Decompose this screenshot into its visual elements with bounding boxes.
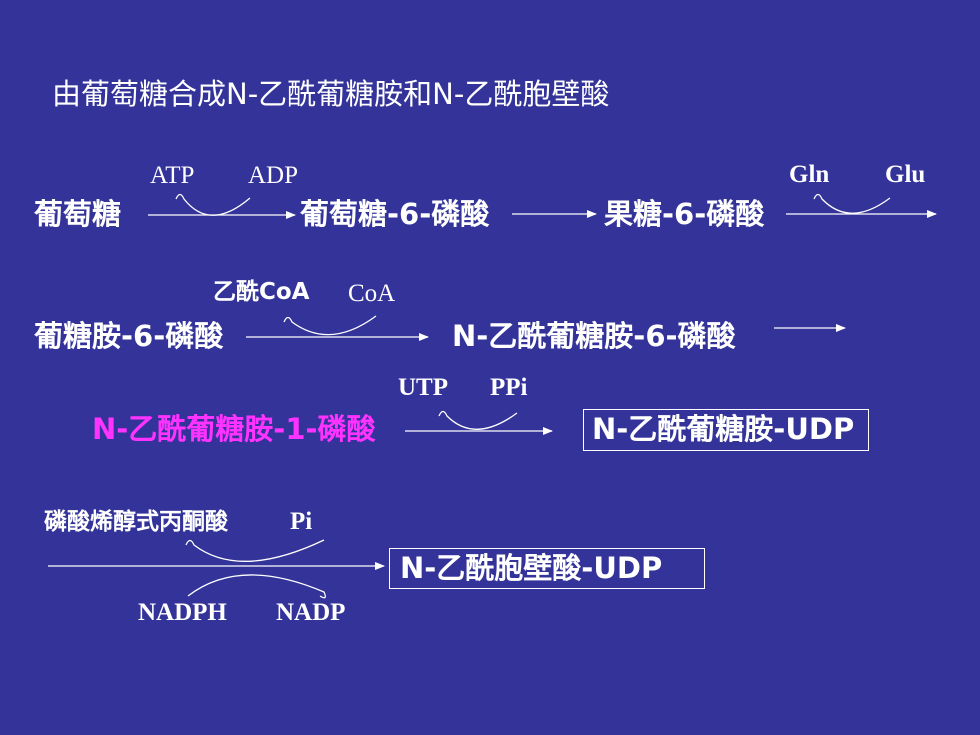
cofactor-pi: Pi — [290, 508, 313, 535]
page-title: 由葡萄糖合成N-乙酰葡糖胺和N-乙酰胞壁酸 — [52, 77, 610, 111]
node-glucose-6-phosphate: 葡萄糖-6-磷酸 — [300, 197, 490, 231]
cofactor-acetyl-coa: 乙酰CoA — [213, 279, 310, 305]
cofactor-ppi: PPi — [490, 374, 528, 401]
cofactor-glu: Glu — [885, 161, 926, 188]
node-n-acetylglucosamine-1-phosphate: N-乙酰葡糖胺-1-磷酸 — [92, 412, 376, 446]
curve-pep-pi — [185, 539, 325, 562]
box-udp-n-acetylmuramic-acid: N-乙酰胞壁酸-UDP — [389, 548, 705, 589]
node-glucosamine-6-phosphate: 葡糖胺-6-磷酸 — [34, 319, 224, 353]
box-udp-n-acetylglucosamine: N-乙酰葡糖胺-UDP — [583, 409, 869, 451]
node-glucose: 葡萄糖 — [34, 197, 122, 231]
cofactor-nadph: NADPH — [138, 599, 227, 626]
cofactor-coa: CoA — [348, 280, 396, 307]
curve-utp-ppi — [438, 410, 518, 430]
cofactor-pep: 磷酸烯醇式丙酮酸 — [44, 509, 228, 535]
cofactor-utp: UTP — [398, 374, 448, 401]
cofactor-adp: ADP — [248, 162, 299, 189]
curve-nadph-nadp — [187, 574, 326, 599]
node-n-acetylglucosamine-6-phosphate: N-乙酰葡糖胺-6-磷酸 — [452, 319, 736, 353]
cofactor-nadp: NADP — [276, 599, 346, 626]
curve-acetylcoa-coa — [283, 315, 377, 336]
curve-gln-glu — [813, 193, 891, 214]
cofactor-atp: ATP — [150, 162, 195, 189]
curve-atp-adp — [175, 193, 251, 216]
cofactor-gln: Gln — [789, 161, 830, 188]
node-fructose-6-phosphate: 果糖-6-磷酸 — [604, 197, 765, 231]
